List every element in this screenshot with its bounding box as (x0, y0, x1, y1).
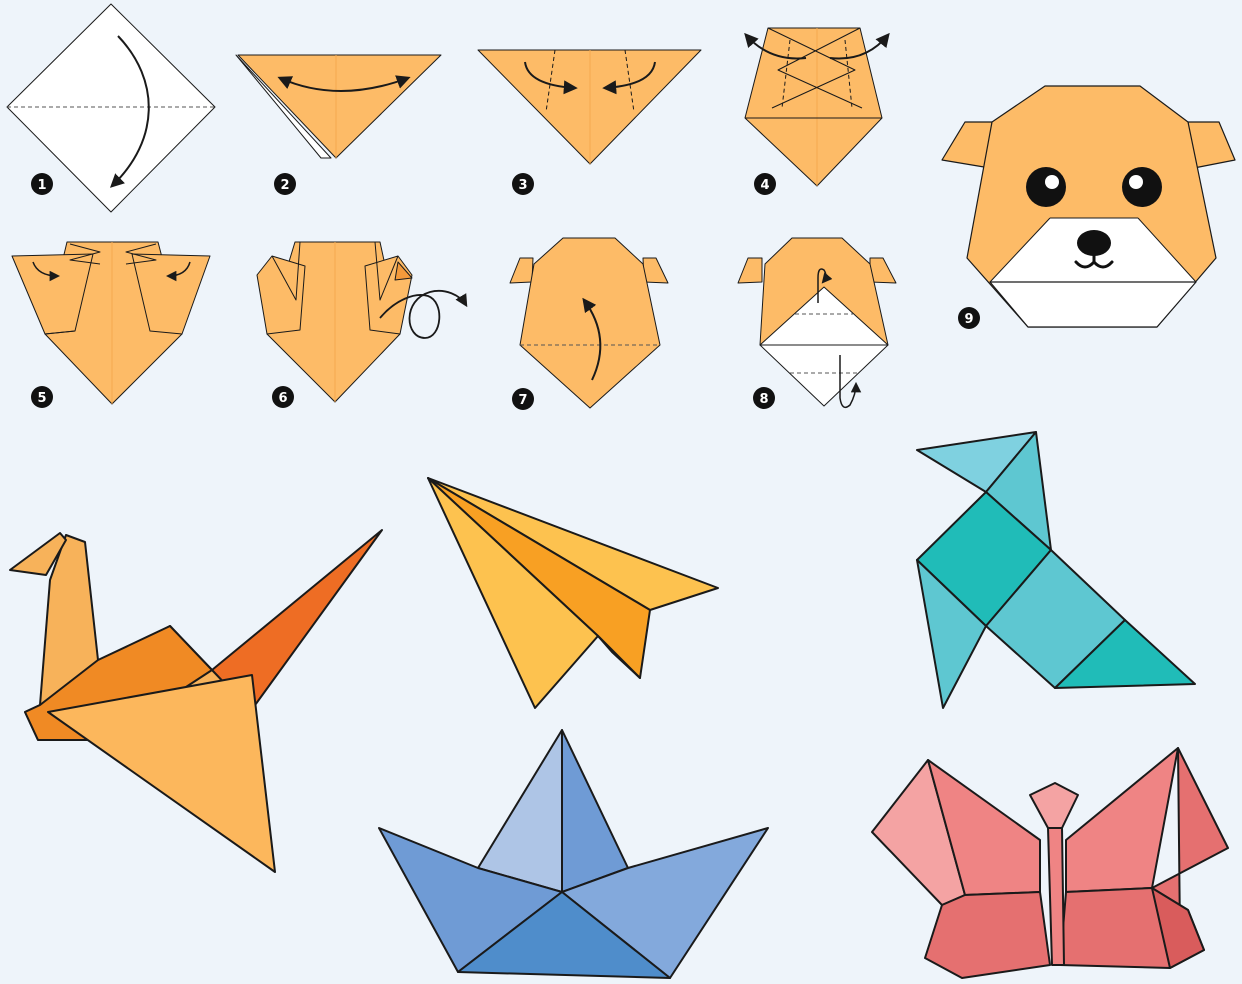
step-3-diagram (478, 50, 701, 164)
butterfly-left-tail (925, 892, 1050, 978)
step-7-number: 7 (512, 388, 534, 410)
origami-butterfly (872, 748, 1228, 978)
step-5-label: 5 (37, 391, 46, 406)
butterfly-body (1048, 828, 1064, 965)
step-4-label: 4 (760, 178, 769, 193)
step-8-label: 8 (759, 392, 768, 407)
origami-boat (379, 730, 768, 978)
step-2-number: 2 (274, 173, 296, 195)
origami-paper-plane (428, 478, 718, 708)
bear-chin (990, 282, 1196, 327)
step-6-diagram (257, 242, 466, 402)
step-7-diagram (510, 238, 668, 408)
step-1-number: 1 (31, 173, 53, 195)
step-9-number: 9 (958, 307, 980, 329)
step-8-diagram (738, 238, 896, 407)
origami-bird (917, 432, 1195, 708)
step-2-label: 2 (280, 178, 289, 193)
step-7-label: 7 (518, 393, 527, 408)
step-5-diagram (12, 242, 210, 404)
step-8-number: 8 (753, 387, 775, 409)
step-9-label: 9 (964, 312, 973, 327)
step-3-number: 3 (512, 173, 534, 195)
bear-right-eye (1122, 167, 1162, 207)
boat-sail-left (478, 730, 562, 892)
butterfly-head (1030, 783, 1078, 828)
boat-sail-right (562, 730, 628, 892)
step-5-number: 5 (31, 386, 53, 408)
origami-crane (10, 530, 382, 872)
step-3-label: 3 (518, 178, 527, 193)
step-1-label: 1 (37, 178, 46, 193)
step-4-diagram (745, 28, 888, 186)
bear-left-eye (1026, 167, 1066, 207)
step-6-label: 6 (278, 391, 287, 406)
butterfly-right-wing-inner (1066, 748, 1178, 892)
step-2-diagram (236, 55, 441, 158)
step-4-number: 4 (754, 173, 776, 195)
bear-face (942, 86, 1235, 327)
step-6-number: 6 (272, 386, 294, 408)
